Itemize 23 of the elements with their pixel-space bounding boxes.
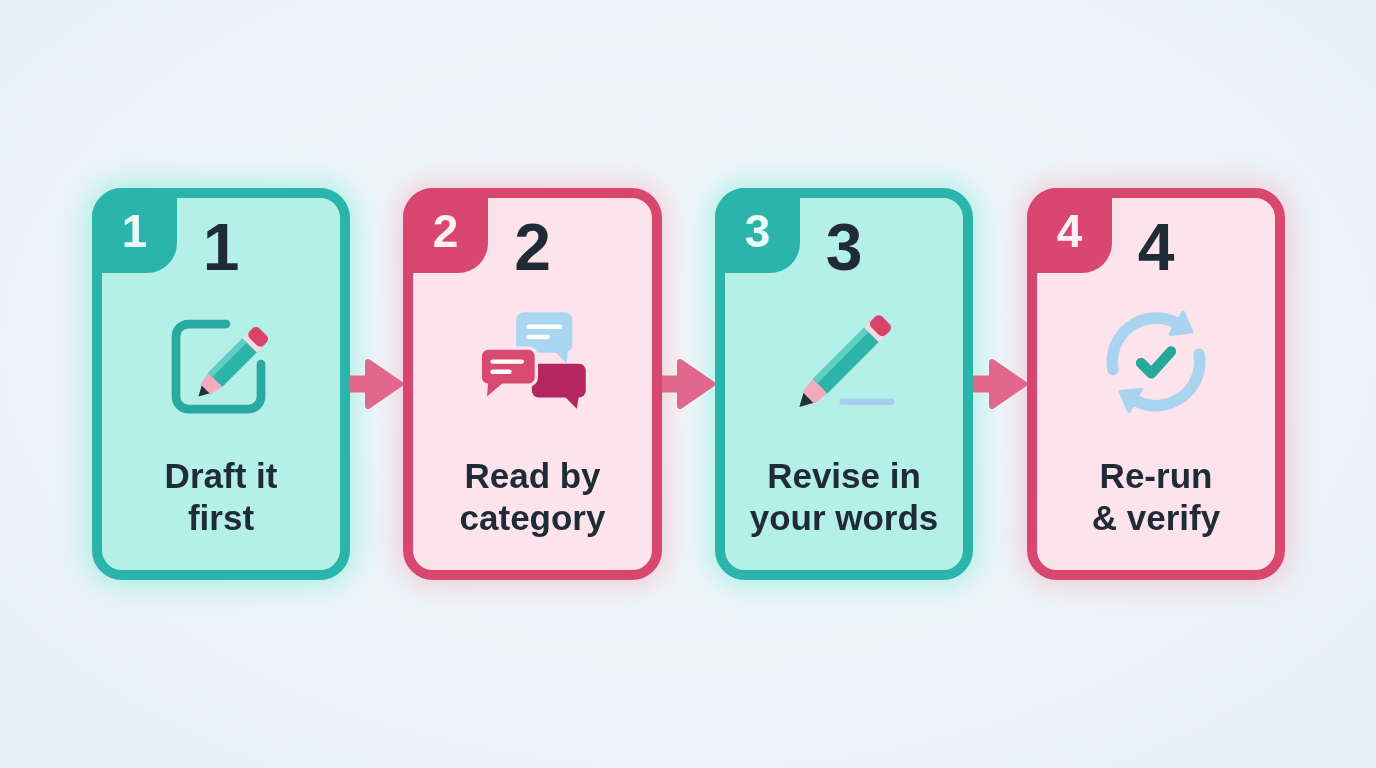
step-number: 1 xyxy=(121,207,148,254)
step-number: 2 xyxy=(432,207,459,254)
step-number: 4 xyxy=(1137,214,1175,280)
arrow xyxy=(350,359,403,409)
arrow xyxy=(662,359,715,409)
step-number: 4 xyxy=(1056,207,1083,254)
number-tab xyxy=(403,188,488,273)
step-title: Draft it first xyxy=(163,455,279,539)
step-number: 2 xyxy=(514,214,551,280)
step-number: 1 xyxy=(202,214,240,280)
step-title: Revise in your words xyxy=(748,455,940,539)
step-card xyxy=(403,188,662,580)
number-tab xyxy=(715,188,800,273)
arrow xyxy=(973,359,1027,409)
step-card xyxy=(92,188,350,580)
step-number: 3 xyxy=(744,207,771,254)
step-number: 3 xyxy=(825,214,863,280)
step-card xyxy=(1027,188,1285,580)
step-title: Re-run & verify xyxy=(1090,455,1222,539)
step-card xyxy=(715,188,973,580)
number-tab xyxy=(1027,188,1112,273)
step-title: Read by category xyxy=(458,455,607,539)
number-tab xyxy=(92,188,177,273)
